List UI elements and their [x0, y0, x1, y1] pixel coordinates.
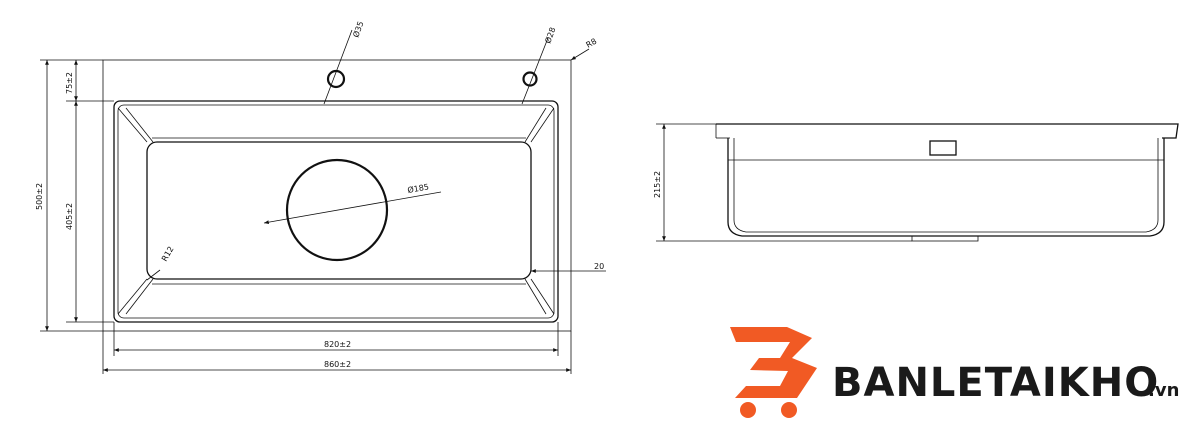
hole-small-label: Ø28 [542, 26, 557, 45]
offset-label: 20 [594, 262, 604, 271]
corner-radius-leader [570, 48, 590, 61]
basin-bottom-outline [146, 141, 532, 280]
tap-hole-small [522, 71, 538, 87]
side-rim-outline [716, 123, 1179, 139]
brand-name: BANLETAIKHO [832, 360, 1159, 406]
bevel-bottom-right-2 [524, 278, 547, 315]
cart-icon [730, 327, 817, 418]
depth-label: 215±2 [653, 171, 662, 198]
bevel-top-left [117, 107, 148, 143]
brand-logo: BANLETAIKHO .vn [730, 327, 1179, 418]
side-body-outline [727, 138, 1165, 237]
outer-width-label: 860±2 [324, 360, 351, 369]
inner-radius-label: R12 [160, 245, 176, 263]
side-body-inner [733, 138, 1159, 233]
inner-radius-leader [146, 269, 161, 281]
inner-height-label: 405±2 [65, 203, 74, 230]
bevel-bottom-left [117, 278, 148, 315]
overflow-slot [929, 140, 957, 156]
tap-hole-large [326, 69, 346, 89]
hole-large-leader [323, 29, 353, 105]
drain-hole [285, 158, 389, 262]
ledge-inner-outline [117, 104, 555, 319]
corner-radius-label: R8 [585, 37, 599, 50]
bevel-top-right [530, 107, 555, 143]
ledge-outline [113, 100, 559, 323]
bevel-top-right-2 [524, 107, 547, 143]
side-view: 215±2 [653, 123, 1179, 242]
bevel-bottom-right [530, 278, 555, 315]
bevel-top-left-2 [125, 107, 154, 143]
inner-width-label: 820±2 [324, 340, 351, 349]
bevel-bottom-left-2 [125, 278, 154, 315]
outer-rim-outline [102, 59, 572, 332]
top-view: Ø35 Ø28 R8 Ø185 R12 20 500±2 405±2 75±2 … [35, 20, 606, 374]
ledge-label: 75±2 [65, 72, 74, 94]
drain-fitting [911, 235, 979, 242]
drain-diameter-line [263, 191, 442, 225]
hole-small-leader [521, 37, 549, 105]
hole-large-label: Ø35 [350, 20, 365, 39]
brand-suffix: .vn [1148, 380, 1179, 401]
drain-diameter-label: Ø185 [407, 181, 430, 195]
outer-height-label: 500±2 [35, 183, 44, 210]
